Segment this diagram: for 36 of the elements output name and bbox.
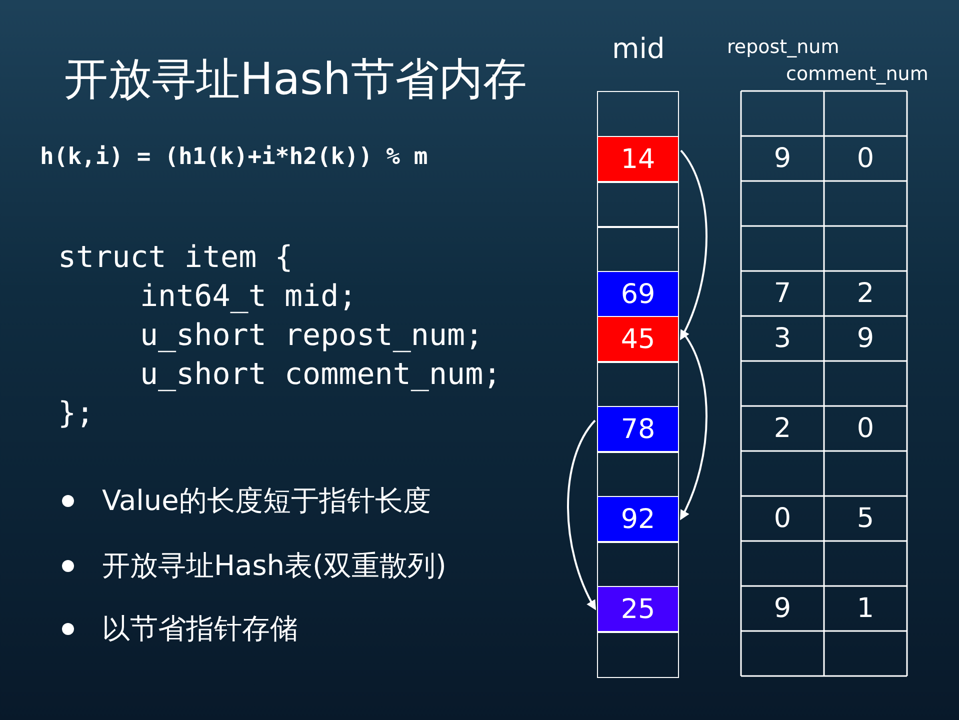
key-cell: 45: [597, 316, 679, 362]
table-value: 2: [856, 277, 876, 311]
code-line: u_short repost_num;: [140, 318, 484, 354]
bullet-item: 以节省指针存储: [58, 610, 298, 648]
column-header: mid: [612, 32, 665, 65]
key-cell: 92: [597, 496, 679, 542]
column-header: repost_num: [727, 36, 840, 58]
code-line: struct item {: [58, 240, 293, 276]
table-value: 1: [856, 592, 876, 626]
code-line: u_short comment_num;: [140, 357, 502, 393]
table-value: 0: [772, 502, 792, 536]
key-cell: 25: [597, 586, 679, 632]
key-cell: 14: [597, 136, 679, 182]
code-line: };: [58, 396, 94, 432]
table-value: 2: [772, 412, 792, 446]
table-value: 5: [856, 502, 876, 536]
table-value: 7: [772, 277, 792, 311]
table-value: 9: [772, 142, 792, 176]
column-header: comment_num: [786, 63, 928, 85]
empty-cell: [597, 631, 679, 678]
table-value: 3: [772, 322, 792, 356]
arrow: [567, 420, 596, 610]
table-value: 9: [772, 592, 792, 626]
bullet-item: 开放寻址Hash表(双重散列): [58, 547, 446, 585]
table-value: 9: [856, 322, 876, 356]
table-value: 0: [856, 412, 876, 446]
empty-cell: [597, 181, 679, 228]
bullet-item: Value的长度短于指针长度: [58, 482, 431, 520]
slide-title: 开放寻址Hash节省内存: [64, 53, 527, 107]
arrow: [680, 150, 708, 340]
table-value: 0: [856, 142, 876, 176]
key-cell: 78: [597, 406, 679, 452]
key-cell: 69: [597, 271, 679, 318]
code-line: int64_t mid;: [140, 279, 357, 315]
formula: h(k,i) = (h1(k)+i*h2(k)) % m: [40, 144, 428, 170]
arrow: [680, 330, 708, 520]
